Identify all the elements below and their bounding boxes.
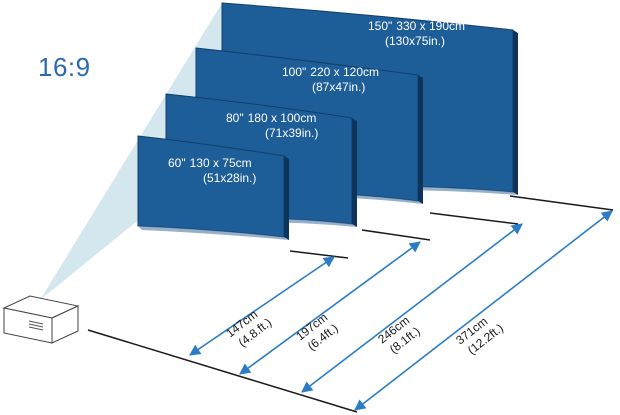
distance-label-371: 371cm (12.2ft.) [453, 309, 506, 359]
distance-label-246: 246cm (8.1ft.) [375, 311, 424, 358]
floor-line-60 [289, 250, 349, 259]
distance-label-147: 147cm (4.8.ft.) [223, 303, 274, 352]
screen-60 [137, 135, 289, 240]
screen-label-100: 100"220 x 120cm (87x47in.) [282, 65, 382, 94]
screen-label-150: 150"330 x 190cm (130x75in.) [368, 19, 468, 48]
floor-line-80 [361, 229, 431, 241]
projector-icon [2, 295, 80, 344]
aspect-ratio-label: 16:9 [38, 52, 91, 82]
projection-beam [40, 3, 222, 300]
distance-arrow-371 [354, 210, 613, 411]
floor-line-100 [429, 212, 519, 225]
floor-base-line [87, 329, 358, 413]
screen-label-60: 60"130 x 75cm (51x28in.) [168, 156, 256, 185]
distance-label-197: 197cm (6.4ft.) [293, 308, 342, 355]
floor-line-150 [509, 195, 614, 211]
screen-label-80: 80"180 x 100cm (71x39in.) [226, 111, 320, 140]
